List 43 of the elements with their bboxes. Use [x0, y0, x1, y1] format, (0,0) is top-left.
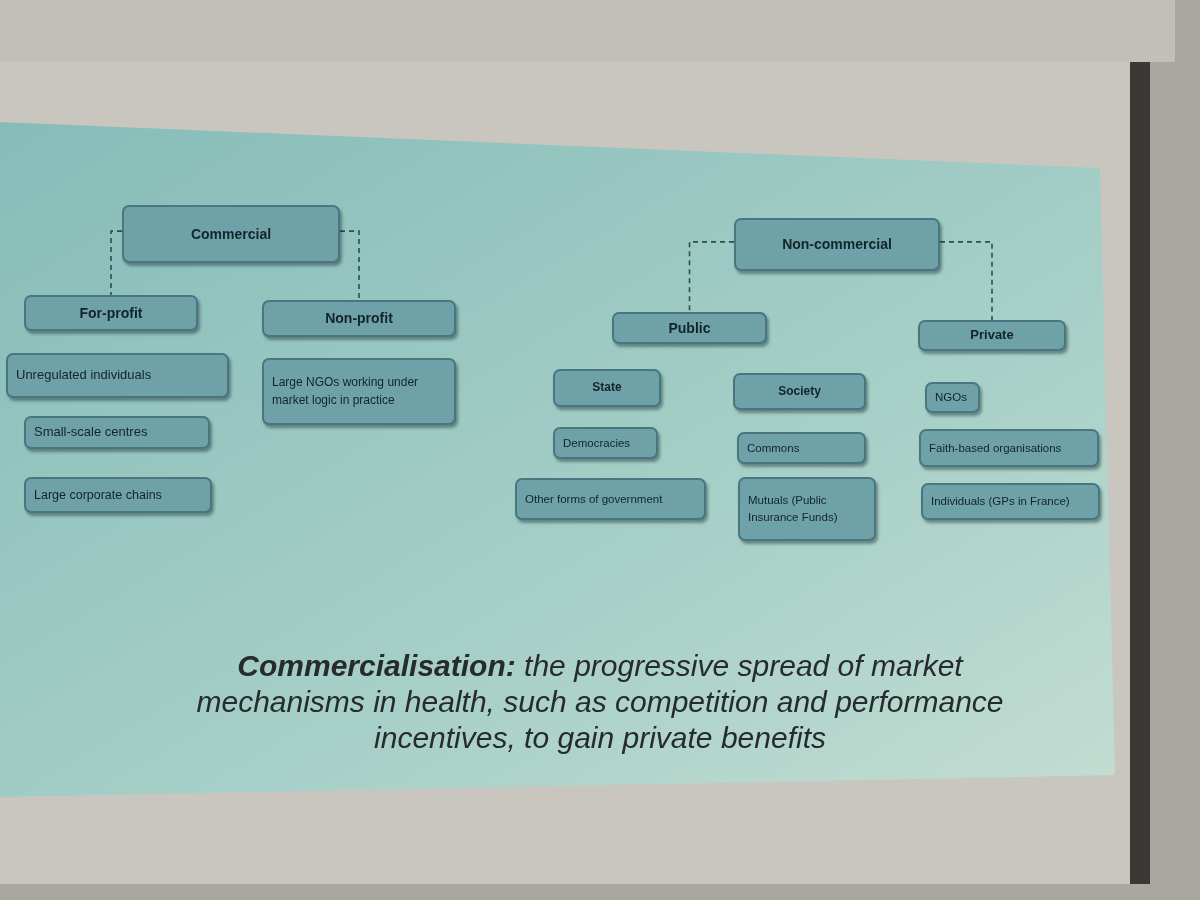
item-label: Unregulated individuals — [16, 366, 152, 385]
category-label: Non-commercial — [782, 235, 892, 255]
category-box — [553, 369, 661, 407]
category-label: Private — [970, 326, 1014, 345]
item-box — [24, 477, 212, 513]
category-label: Commercial — [190, 224, 272, 244]
item-box — [24, 416, 210, 449]
dashed-connector — [110, 230, 123, 296]
item-label: Large NGOs working under market logic in practice — [272, 374, 420, 409]
category-label: Non-profit — [325, 309, 393, 329]
category-box — [262, 300, 456, 337]
item-label: Large corporate chains — [34, 486, 162, 504]
caption-text: Commercialisation: the progressive spread of market mechanisms in health, such as competition and performance incentives, to gain private benefits — [195, 648, 1005, 756]
item-box — [6, 353, 229, 398]
category-label: For-profit — [79, 303, 143, 323]
category-box — [734, 218, 940, 271]
item-label: Individuals (GPs in France) — [931, 494, 1070, 510]
category-box — [122, 205, 340, 263]
item-box — [738, 477, 876, 541]
dashed-connector — [339, 230, 360, 301]
item-label: Small-scale centres — [34, 423, 148, 442]
item-box — [262, 358, 456, 425]
item-box — [925, 382, 980, 413]
category-box — [612, 312, 767, 344]
item-box — [737, 432, 866, 464]
category-box — [733, 373, 866, 410]
category-box — [918, 320, 1066, 351]
item-label: Democracies — [563, 435, 631, 451]
category-box — [24, 295, 198, 331]
item-box — [919, 429, 1099, 467]
item-box — [553, 427, 658, 459]
dashed-connector — [939, 241, 993, 321]
category-label: Public — [668, 318, 711, 338]
category-label: Society — [778, 382, 821, 400]
item-label: Other forms of government — [525, 491, 663, 507]
dashed-connector — [688, 241, 735, 313]
category-label: State — [592, 379, 622, 397]
item-label: Mutuals (Public Insurance Funds) — [748, 493, 839, 525]
item-label: NGOs — [935, 390, 967, 406]
item-label: Commons — [747, 440, 800, 456]
item-box — [515, 478, 706, 520]
item-box — [921, 483, 1100, 520]
item-label: Faith-based organisations — [929, 440, 1062, 456]
